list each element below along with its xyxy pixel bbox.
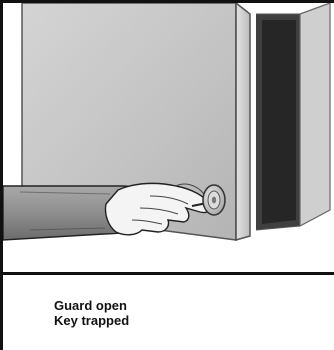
frame-left-border	[0, 0, 3, 350]
machine-opening	[256, 3, 330, 230]
caption: Guard open Key trapped	[54, 298, 129, 328]
frame-top-border	[0, 0, 334, 3]
caption-divider	[0, 272, 334, 275]
guard-illustration	[0, 0, 334, 274]
caption-line-key-state: Key trapped	[54, 313, 129, 328]
caption-line-guard-state: Guard open	[54, 298, 129, 313]
